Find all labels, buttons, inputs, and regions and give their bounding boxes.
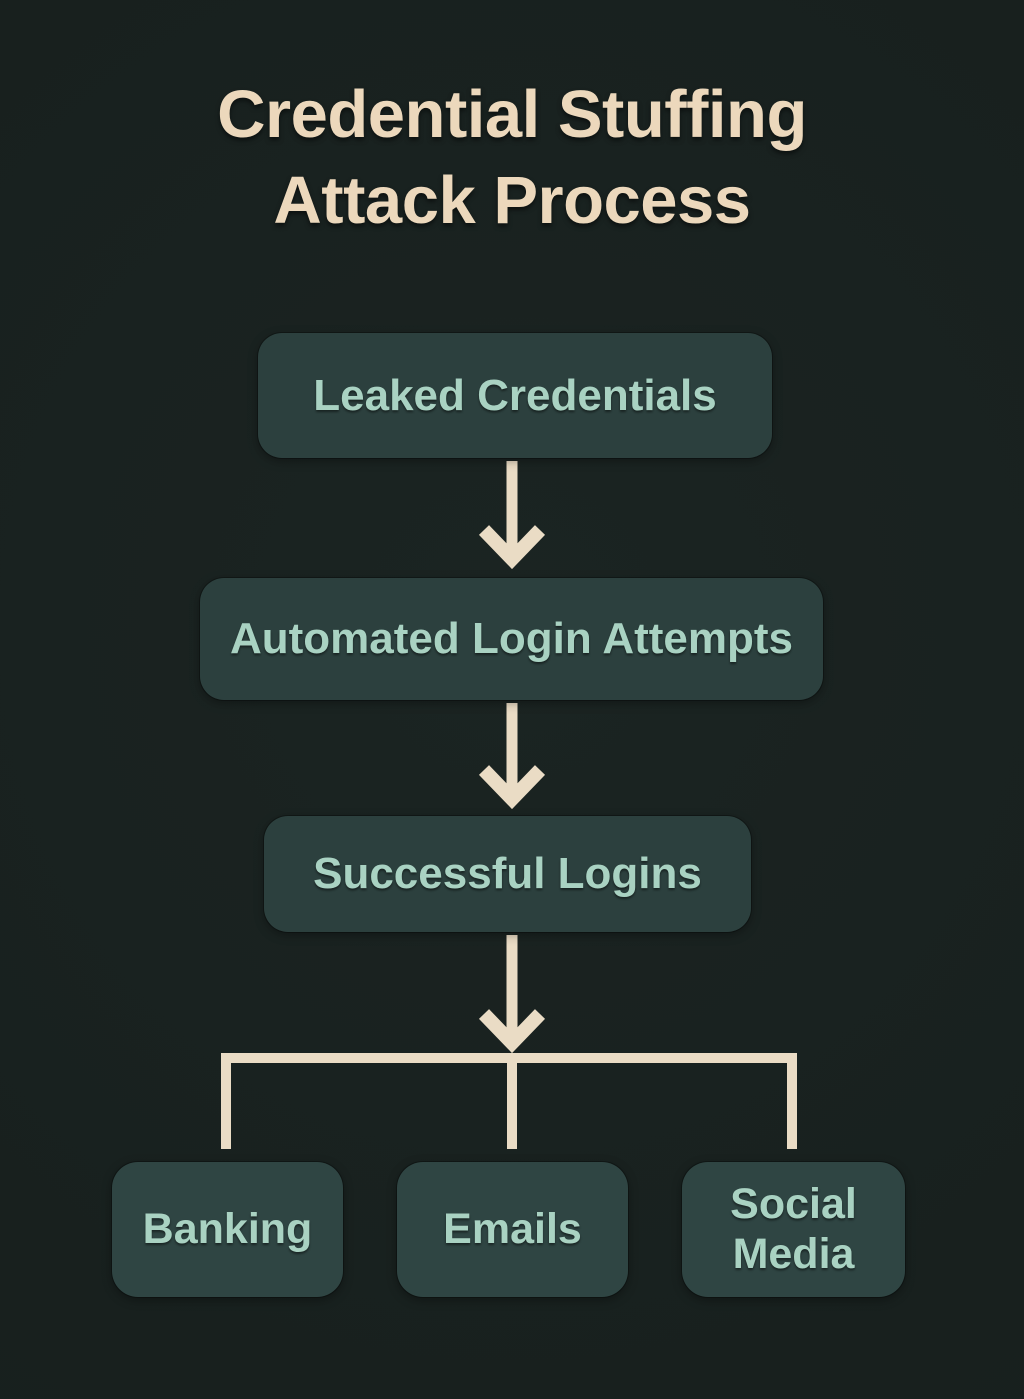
flow-node-successful-logins: Successful Logins [264,816,751,932]
page-title: Credential Stuffing Attack Process [0,72,1024,244]
flow-target-social-media: Social Media [682,1162,905,1297]
flow-node-leaked-credentials: Leaked Credentials [258,333,772,458]
flow-target-banking: Banking [112,1162,343,1297]
arrow-down-icon-1 [478,461,546,570]
flow-node-automated-login-attempts: Automated Login Attempts [200,578,823,700]
target-label: Social Media [730,1179,857,1278]
flow-target-emails: Emails [397,1162,628,1297]
page-title-line-2: Attack Process [273,163,751,238]
arrow-down-icon-3 [478,935,546,1054]
target-label: Banking [142,1204,313,1253]
node-label: Leaked Credentials [313,370,717,420]
branch-connector [221,1053,797,1149]
target-label: Emails [443,1204,582,1253]
arrow-down-icon-2 [478,703,546,810]
node-label: Automated Login Attempts [230,614,793,663]
page-title-line-1: Credential Stuffing [217,77,807,152]
node-label: Successful Logins [313,849,702,898]
